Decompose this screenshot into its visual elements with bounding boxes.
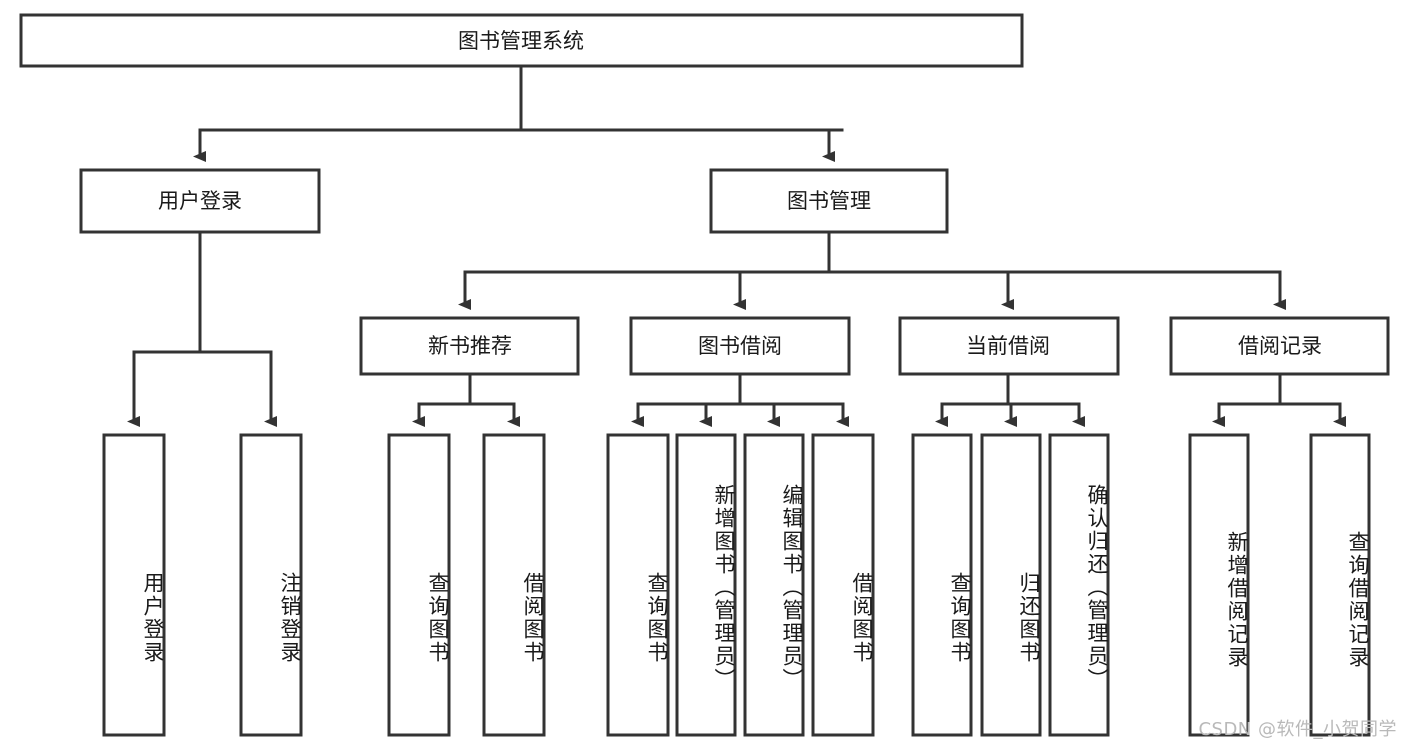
- leaf-box-query-book-1[interactable]: [387, 433, 451, 737]
- connector-newbook-to-leaves: [412, 372, 520, 427]
- leaf-box-confirm-return[interactable]: [1048, 433, 1110, 737]
- leaf-box-edit-book[interactable]: [743, 433, 805, 737]
- node-new-book-recommend-box[interactable]: [359, 316, 580, 376]
- node-borrow-record[interactable]: 借阅记录: [1169, 316, 1390, 376]
- node-new-book-recommend-label: 新书推荐: [428, 334, 512, 358]
- node-current-borrow-label: 当前借阅: [966, 334, 1050, 358]
- node-book-borrow[interactable]: 图书借阅: [629, 316, 851, 376]
- leaf-box-query-book-2[interactable]: [606, 433, 670, 737]
- node-borrow-record-box[interactable]: [1169, 316, 1390, 376]
- node-user-login-label: 用户登录: [158, 189, 242, 213]
- node-current-borrow[interactable]: 当前借阅: [898, 316, 1120, 376]
- node-user-login-box[interactable]: [79, 168, 321, 234]
- csdn-watermark: CSDN @软件_小贺同学: [1198, 719, 1397, 740]
- connector-borrow-to-leaves: [631, 372, 849, 427]
- node-book-management-box[interactable]: [709, 168, 949, 234]
- node-user-login[interactable]: 用户登录: [79, 168, 321, 234]
- node-root-box[interactable]: [19, 13, 1024, 68]
- node-root[interactable]: 图书管理系统: [19, 13, 1024, 68]
- leaf-box-query-book-3[interactable]: [911, 433, 973, 737]
- node-book-management-label: 图书管理: [787, 189, 871, 213]
- leaf-box-query-record[interactable]: [1309, 433, 1371, 737]
- leaf-box-borrow-book-1[interactable]: [482, 433, 546, 737]
- node-book-borrow-label: 图书借阅: [698, 334, 782, 358]
- leaf-box-add-record[interactable]: [1188, 433, 1250, 737]
- node-root-label: 图书管理系统: [458, 29, 584, 53]
- leaf-box-return-book[interactable]: [980, 433, 1042, 737]
- node-book-management[interactable]: 图书管理: [709, 168, 949, 234]
- leaf-box-logout[interactable]: [239, 433, 303, 737]
- node-borrow-record-label: 借阅记录: [1238, 334, 1322, 358]
- node-new-book-recommend[interactable]: 新书推荐: [359, 316, 580, 376]
- node-book-borrow-box[interactable]: [629, 316, 851, 376]
- connector-userlogin-to-leaves: [127, 230, 277, 427]
- connector-root-to-level1: [193, 64, 844, 162]
- node-current-borrow-box[interactable]: [898, 316, 1120, 376]
- connector-bookmgmt-to-level2: [458, 230, 1286, 310]
- leaf-box-add-book[interactable]: [675, 433, 737, 737]
- connector-current-to-leaves: [935, 372, 1085, 427]
- leaf-box-borrow-book-2[interactable]: [811, 433, 875, 737]
- leaf-box-user-login[interactable]: [102, 433, 166, 737]
- connector-record-to-leaves: [1212, 372, 1346, 427]
